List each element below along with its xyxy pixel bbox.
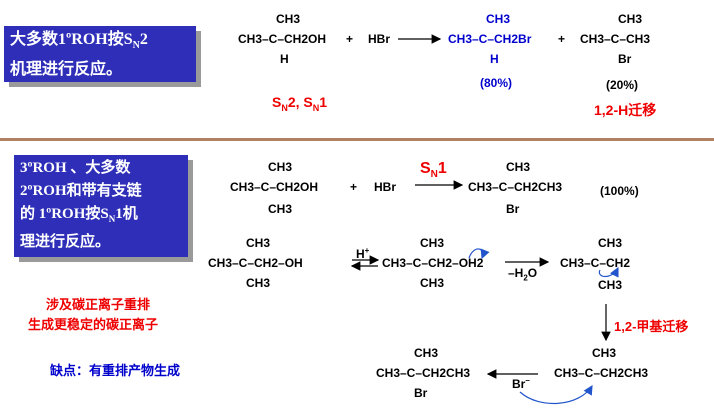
r2-sm-top: CH3 (268, 160, 293, 174)
r1-p2-bottom: Br (618, 52, 632, 66)
r3-e-top: CH3 (414, 346, 439, 360)
r1-p1-yield: (80%) (480, 76, 513, 90)
r2-product-bottom: Br (506, 202, 520, 216)
r1-hbr: HBr (368, 32, 391, 46)
sn2-rule-line1: 大多数1ºROH按SN2 (10, 31, 148, 52)
sn1-rule-line3: 的 1ºROH按SN1机 (20, 206, 138, 224)
r2-yield: (100%) (600, 184, 639, 198)
r3-d-top: CH3 (592, 346, 617, 360)
r1-p2-main: CH3–C–CH3 (580, 32, 651, 46)
r1-p2-yield: (20%) (606, 78, 639, 92)
r3-hplus: H+ (356, 246, 370, 261)
r1-mechanism-label: SN2, SN1 (272, 94, 328, 113)
sn2-rule-line2: 机理进行反应。 (10, 61, 123, 79)
r1-p2-top: CH3 (618, 12, 643, 26)
r3-c-top: CH3 (598, 236, 623, 250)
r3-water-loss: –H2O (508, 266, 538, 283)
r1-p1-bottom: H (490, 52, 499, 66)
r3-c-main: CH3–C–CH2 (560, 256, 631, 270)
sn1-rule-line1: 3ºROH 、大多数 (20, 160, 131, 176)
r2-product-top: CH3 (506, 160, 531, 174)
sn2-rule-box: 大多数1ºROH按SN2 机理进行反应。 (4, 26, 196, 82)
r3-a-main: CH3–C–CH2–OH (208, 256, 303, 270)
r3-a-bottom: CH3 (246, 276, 271, 290)
r3-methyl-shift: 1,2-甲基迁移 (614, 319, 689, 334)
r3-b-bottom: CH3 (420, 276, 445, 290)
r3-bromide: Br– (512, 376, 530, 391)
sn1-rule-line4: 理进行反应。 (20, 234, 111, 250)
r3-a-top: CH3 (246, 236, 271, 250)
r1-p1-main: CH3–C–CH2Br (448, 32, 532, 46)
r3-b-main: CH3–C–CH2–OH2 (382, 256, 484, 270)
note-rearrangement: 涉及碳正离子重排 (46, 297, 151, 312)
r2-plus: + (350, 180, 358, 194)
r1-sm-main: CH3–C–CH2OH (238, 32, 327, 46)
r2-hbr: HBr (374, 180, 397, 194)
r3-e-bottom: Br (414, 386, 428, 400)
r2-product-main: CH3–C–CH2CH3 (468, 180, 563, 194)
sn1-rule-line2: 2ºROH和带有支链 (20, 183, 142, 199)
r2-sm-bottom: CH3 (268, 202, 293, 216)
r2-sm-main: CH3–C–CH2OH (230, 180, 319, 194)
note-stable-carbocation: 生成更稳定的碳正离子 (28, 317, 159, 332)
r3-b-top: CH3 (420, 236, 445, 250)
note-drawback: 缺点：有重排产物生成 (50, 363, 181, 378)
r1-sm-bottom: H (280, 52, 289, 66)
r2-arrow-label: SN1 (420, 160, 447, 181)
r1-sm-top: CH3 (276, 12, 301, 26)
r1-plus2: + (558, 32, 566, 46)
r3-d-main: CH3–C–CH2CH3 (554, 366, 649, 380)
r1-plus: + (346, 32, 354, 46)
sn1-rule-box: 3ºROH 、大多数 2ºROH和带有支链 的 1ºROH按SN1机 理进行反应… (14, 155, 188, 257)
r3-c-bottom: CH3 (598, 278, 623, 292)
r1-hydride-shift: 1,2-H迁移 (594, 102, 657, 118)
r1-p1-top: CH3 (486, 12, 511, 26)
r3-e-main: CH3–C–CH2CH3 (376, 366, 471, 380)
section-divider (0, 138, 714, 141)
